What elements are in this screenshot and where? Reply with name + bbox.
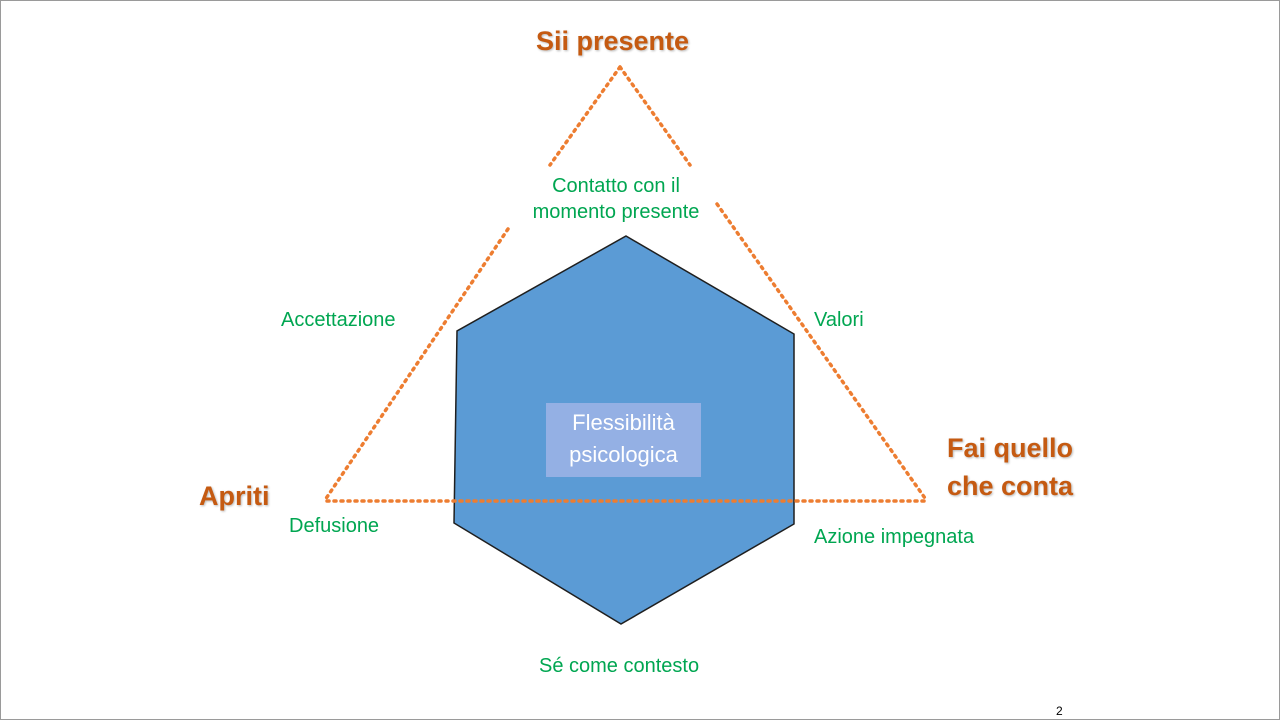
process-label-contact-line2: momento presente: [532, 201, 700, 223]
corner-label-right-line1: Fai quello: [947, 433, 1074, 463]
process-label-self-context: Sé come contesto: [539, 655, 700, 677]
process-label-defusion: Defusione: [289, 515, 380, 537]
corner-label-left: Apriti: [199, 481, 270, 511]
corner-label-top: Sii presente: [536, 26, 690, 56]
corner-label-right: Fai quello che conta: [947, 429, 1073, 505]
triangle-edge-right: [715, 202, 929, 503]
process-label-contact: Contatto con il momento presente: [511, 173, 721, 225]
triangle-edge-top-left: [548, 65, 622, 167]
center-label: Flessibilità psicologica: [546, 407, 701, 471]
process-label-acceptance: Accettazione: [281, 309, 396, 331]
process-label-contact-line1: Contatto con il: [552, 175, 680, 197]
process-label-committed-action: Azione impegnata: [814, 526, 975, 548]
page-number: 2: [1056, 704, 1063, 718]
process-label-values: Valori: [814, 309, 864, 331]
center-box: [546, 403, 701, 477]
triangle-outline: [323, 65, 929, 503]
triangle-edge-left: [323, 227, 510, 502]
center-label-line1: Flessibilità: [572, 410, 675, 435]
center-label-line2: psicologica: [569, 442, 678, 467]
triangle-edge-top-right: [618, 65, 692, 167]
corner-label-right-line2: che conta: [947, 471, 1074, 501]
